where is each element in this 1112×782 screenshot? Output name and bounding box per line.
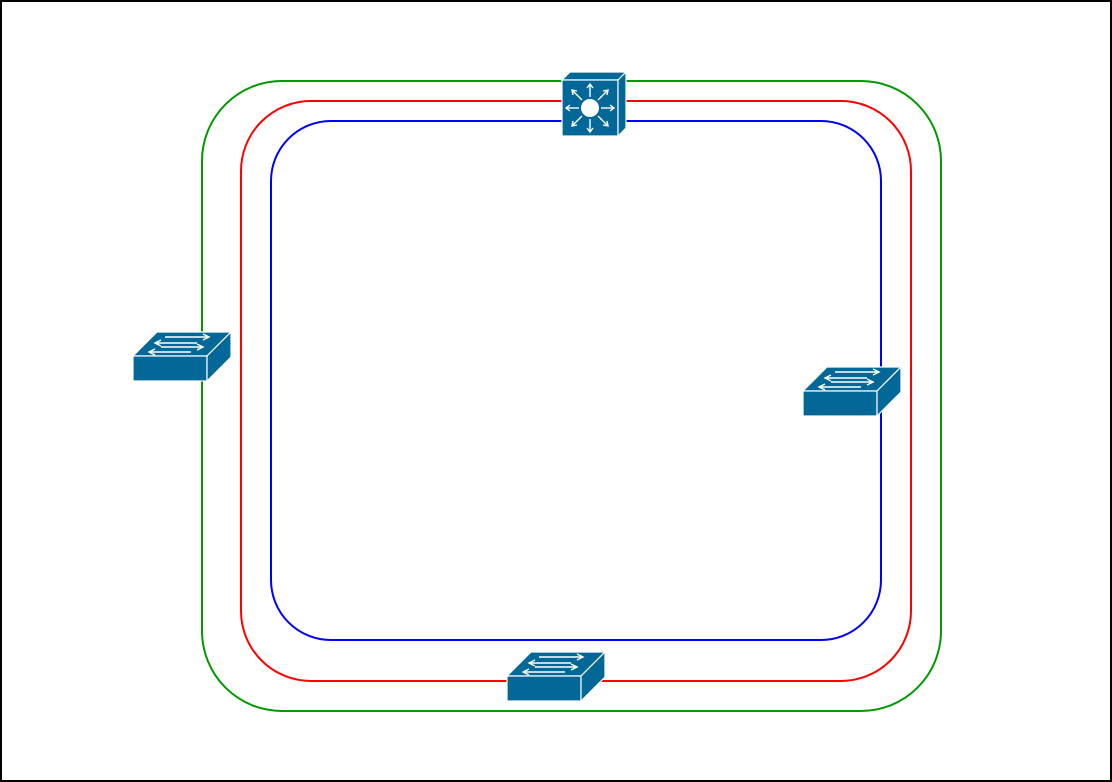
layer3-switch-top[interactable] bbox=[561, 71, 627, 137]
layer3-switch-icon bbox=[561, 71, 627, 137]
